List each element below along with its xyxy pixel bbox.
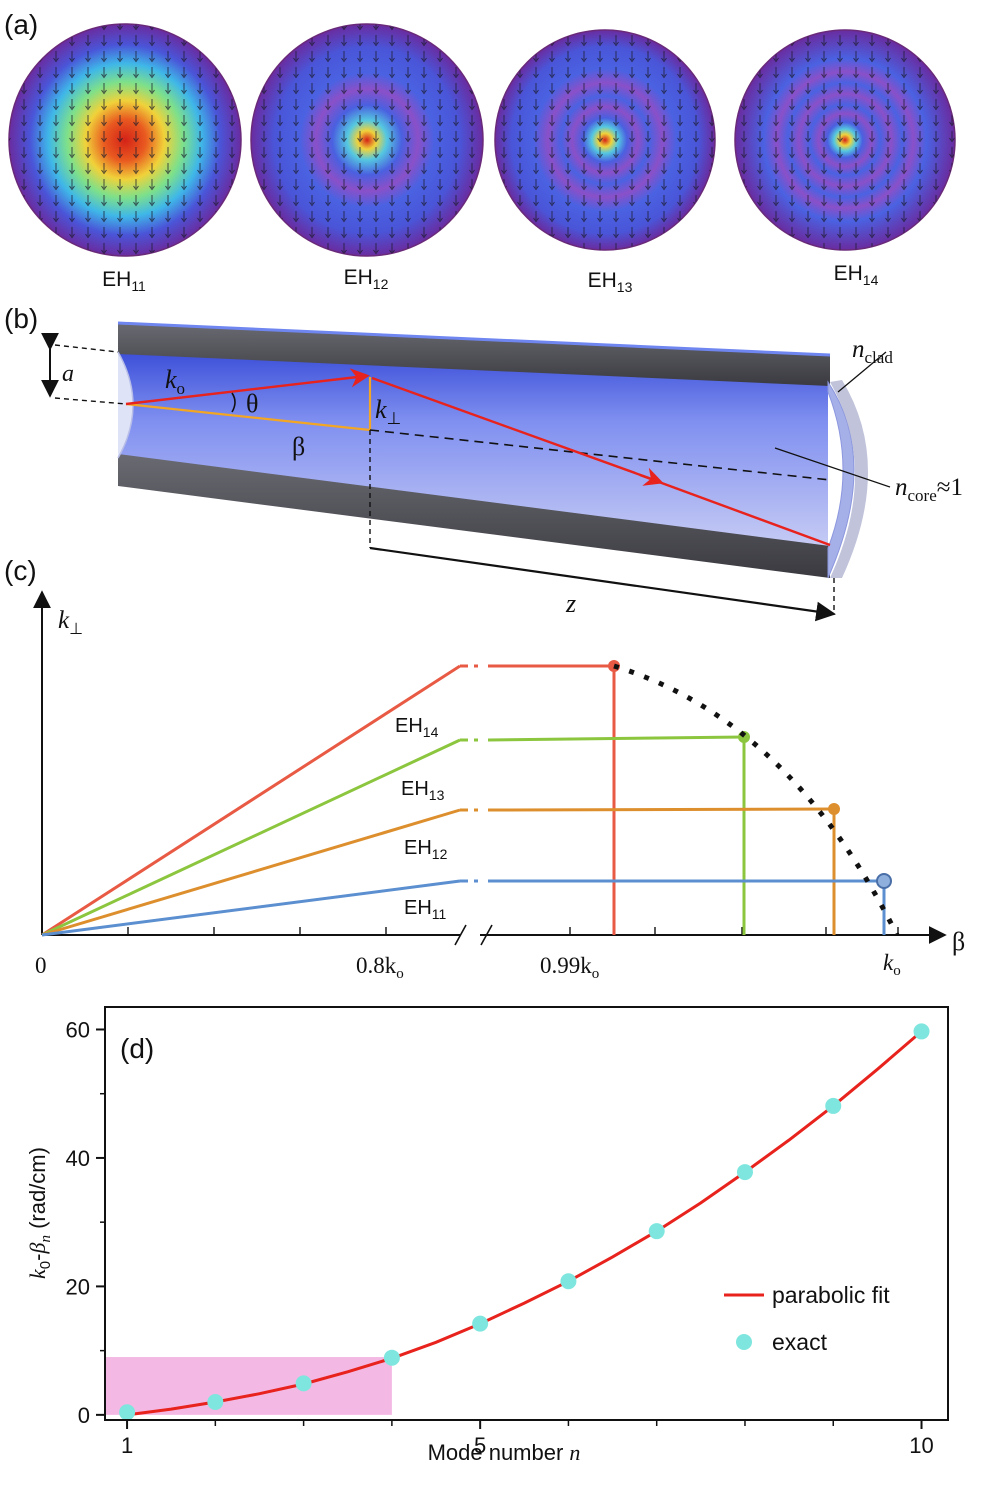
disp-label-eh12: EH12: [404, 837, 448, 862]
fiber-axis: [369, 429, 831, 481]
panel-c-label: (c): [4, 555, 37, 586]
mode-label-eh13: EH13: [588, 269, 633, 295]
nclad-label: nclad: [852, 336, 893, 367]
x-axis-title: Mode number n: [428, 1440, 581, 1465]
x-tick-label: 1: [121, 1433, 133, 1458]
kperp-label: k⊥: [375, 395, 401, 428]
mode-label-eh12: EH12: [344, 266, 389, 292]
tick-099k0: 0.99ko: [540, 953, 599, 982]
data-point-exact: [295, 1375, 312, 1392]
ray-reflected: [371, 376, 664, 486]
beta-line: [125, 402, 371, 432]
y-axis-title: k0-βn (rad/cm): [25, 1147, 54, 1279]
kperp-axis-label: k⊥: [58, 607, 83, 638]
axis-ticks: [96, 1028, 923, 1429]
eh12-slope: [41, 808, 461, 937]
mode-profile-eh12: [250, 23, 484, 257]
z-label: z: [565, 589, 576, 618]
mode-profile-eh13: [494, 29, 716, 251]
mode-profile-eh11: [8, 23, 242, 257]
tick-08k0: 0.8ko: [356, 953, 404, 982]
data-point-exact: [825, 1097, 842, 1114]
radius-label: a: [62, 361, 74, 387]
legend-label-parabolic-fit: parabolic fit: [772, 1282, 890, 1308]
beta-axis-label: β: [952, 927, 965, 956]
tick-k0: ko: [883, 950, 901, 979]
panel-d-label: (d): [120, 1033, 154, 1064]
ncore-label: ncore≈1: [895, 474, 963, 505]
disp-label-eh11: EH11: [404, 897, 447, 922]
y-tick-label: 20: [66, 1274, 90, 1299]
panel-b-label: (b): [4, 303, 38, 334]
data-point-exact: [383, 1349, 400, 1366]
legend-swatch-exact: [736, 1334, 752, 1350]
eh14-slope: [41, 664, 461, 937]
y-tick-label: 40: [66, 1146, 90, 1171]
eh11-point: [876, 873, 892, 889]
data-point-exact: [648, 1223, 665, 1240]
data-point-exact: [736, 1164, 753, 1181]
legend-label-exact: exact: [772, 1329, 828, 1355]
mode-profile-eh14: [734, 29, 956, 251]
legend: parabolic fit exact: [724, 1282, 890, 1355]
series-points-exact: [119, 1023, 930, 1421]
data-point-exact: [119, 1404, 136, 1421]
y-tick-labels: 0 20 40 60: [66, 1017, 90, 1427]
ray-incident: [125, 368, 370, 406]
dispersion-curve: [613, 663, 900, 937]
z-arrow: [369, 546, 836, 622]
data-point-exact: [472, 1315, 489, 1332]
highlight-region: [105, 1357, 392, 1415]
plot-frame: [104, 1006, 949, 1421]
dispersion-diagram: [33, 590, 947, 946]
disp-label-eh14: EH14: [395, 715, 439, 740]
mode-label-eh11: EH11: [102, 268, 146, 294]
data-point-exact: [207, 1394, 224, 1411]
chart-d: [96, 1006, 949, 1429]
data-point-exact: [913, 1023, 930, 1040]
eh11-slope: [41, 879, 461, 937]
eh13-slope: [41, 738, 461, 937]
mode-label-eh14: EH14: [834, 262, 879, 288]
panel-a-label: (a): [4, 9, 38, 40]
fiber-end-cap: [827, 380, 855, 579]
series-line-parabolic-fit: [126, 1030, 923, 1417]
y-tick-label: 0: [78, 1403, 90, 1428]
fiber-bottom-wall: [118, 454, 830, 578]
fiber-top-wall: [118, 323, 830, 386]
data-point-exact: [560, 1273, 577, 1290]
y-tick-label: 60: [66, 1017, 90, 1042]
tick-zero: 0: [35, 953, 47, 978]
x-tick-label: 5: [474, 1433, 486, 1458]
x-tick-label: 10: [909, 1433, 933, 1458]
fiber-diagram: [117, 321, 868, 579]
disp-label-eh13: EH13: [401, 778, 445, 803]
eh12-point: [828, 803, 840, 815]
fiber-core: [118, 352, 828, 548]
theta-label: θ: [246, 389, 258, 418]
beta-label: β: [292, 432, 305, 461]
k0-label: ko: [165, 365, 185, 398]
